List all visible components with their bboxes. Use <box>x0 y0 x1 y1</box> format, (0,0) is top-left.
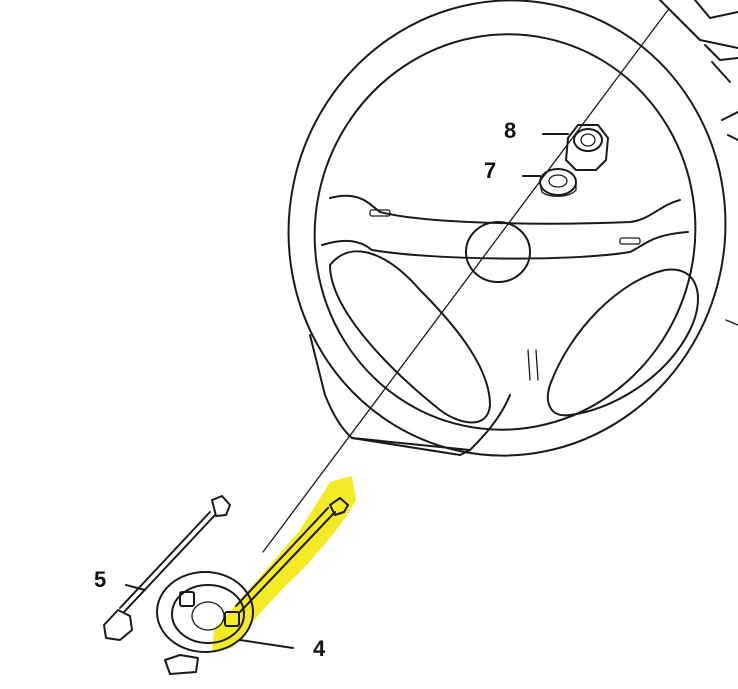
steering-axis-line <box>262 9 669 553</box>
nut-icon <box>565 124 609 171</box>
highlight-marker <box>212 476 356 652</box>
callout-4: 4 <box>313 636 326 661</box>
callout-8: 8 <box>504 118 517 143</box>
callout-5: 5 <box>94 567 107 592</box>
lead-cable-icon <box>103 495 231 641</box>
dashboard-outline <box>659 0 738 326</box>
washer-icon <box>539 168 577 197</box>
callout-7: 7 <box>484 158 497 183</box>
steering-wheel <box>287 0 727 457</box>
contact-reel-lead <box>235 497 349 613</box>
lead-leader-line <box>125 584 146 591</box>
contact-reel-leader-line <box>239 639 294 649</box>
contact-reel-icon <box>156 571 254 675</box>
